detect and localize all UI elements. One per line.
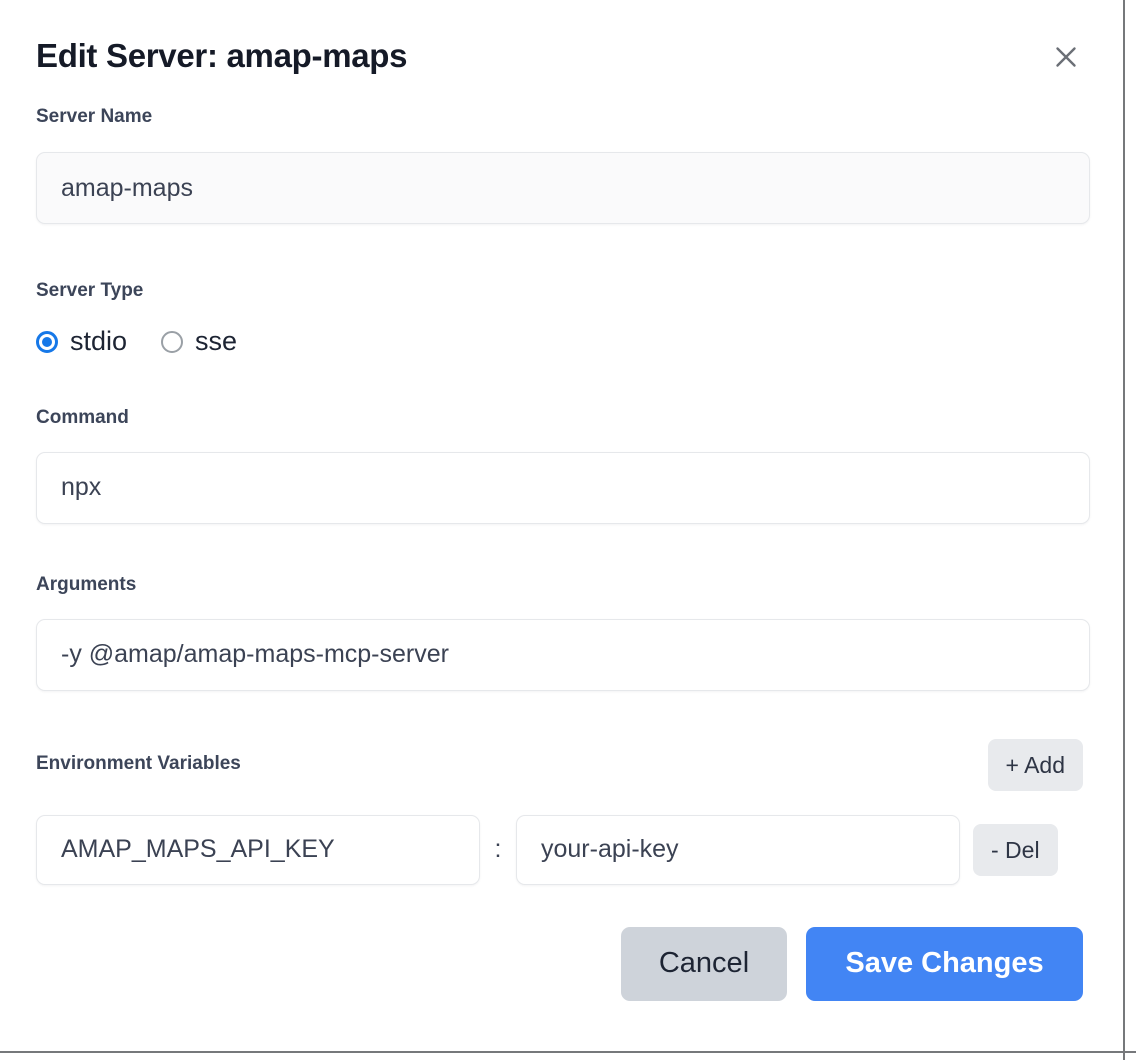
label-server-name: Server Name <box>36 105 153 127</box>
field-server-type: Server Type stdio sse <box>36 280 1088 355</box>
delete-env-var-button[interactable]: - Del <box>973 823 1058 876</box>
page-title: Edit Server: amap-maps <box>36 37 408 74</box>
radio-label-stdio: stdio <box>70 326 128 357</box>
save-changes-button[interactable]: Save Changes <box>806 926 1083 1001</box>
env-vars-header: Environment Variables + Add <box>36 738 1088 791</box>
radio-option-sse[interactable]: sse <box>161 328 237 355</box>
modal-footer: Cancel Save Changes <box>36 926 1088 1001</box>
vertical-scrollbar[interactable] <box>1123 0 1125 1060</box>
close-button[interactable] <box>1049 40 1083 74</box>
add-env-var-button[interactable]: + Add <box>987 738 1083 791</box>
command-input[interactable] <box>36 451 1090 524</box>
label-command: Command <box>36 407 129 429</box>
field-command: Command <box>36 407 1090 524</box>
close-icon <box>1053 44 1079 70</box>
modal-header: Edit Server: amap-maps <box>36 0 1088 76</box>
radio-option-stdio[interactable]: stdio <box>36 328 127 355</box>
radio-label-sse: sse <box>195 326 238 357</box>
radio-sse-icon[interactable] <box>161 330 184 353</box>
horizontal-scrollbar[interactable] <box>0 1051 1136 1053</box>
arguments-input[interactable] <box>36 618 1090 691</box>
label-server-type: Server Type <box>36 280 144 302</box>
env-var-row: : - Del <box>36 814 1088 885</box>
env-var-value-input[interactable] <box>516 814 960 885</box>
env-var-key-input[interactable] <box>36 814 480 885</box>
label-environment-variables: Environment Variables <box>36 753 241 775</box>
field-arguments: Arguments <box>36 573 1090 691</box>
field-server-name: Server Name <box>36 105 1090 225</box>
radio-stdio-icon[interactable] <box>36 330 58 353</box>
cancel-button[interactable]: Cancel <box>621 926 787 1001</box>
server-name-input[interactable] <box>36 152 1090 225</box>
label-arguments: Arguments <box>36 573 137 595</box>
server-type-radio-group: stdio sse <box>36 328 1088 355</box>
env-var-separator: : <box>494 835 502 864</box>
section-environment-variables: Environment Variables + Add : - Del <box>36 738 1088 885</box>
